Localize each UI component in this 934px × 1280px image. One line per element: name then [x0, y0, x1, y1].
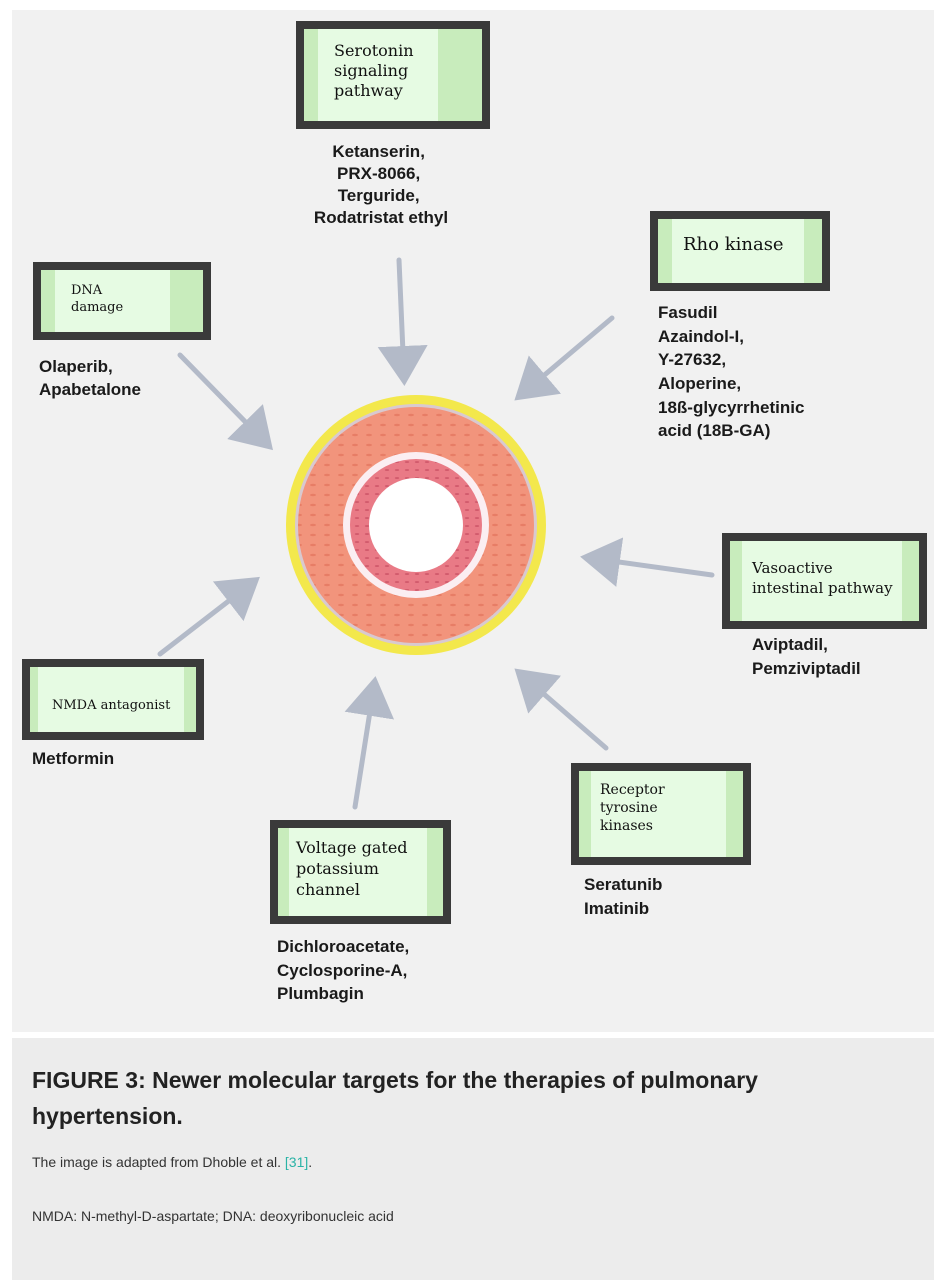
drug-list-rtk: Seratunib Imatinib — [584, 875, 667, 918]
target-label-line: channel — [296, 880, 360, 899]
drug-line: Metformin — [32, 749, 114, 768]
target-label-line: kinases — [600, 818, 653, 834]
svg-text:DNA damage: DNA damage — [71, 283, 123, 315]
target-box-dna-damage: DNA damage — [33, 262, 211, 340]
drug-list-vasoactive: Aviptadil, Pemziviptadil — [752, 635, 861, 678]
arrow-rtk — [514, 668, 609, 751]
drug-line: Y-27632, — [658, 350, 726, 369]
target-box-serotonin: Serotonin signaling pathway — [296, 21, 490, 129]
caption-abbreviations: NMDA: N-methyl-D-aspartate; DNA: deoxyri… — [32, 1208, 394, 1224]
target-label-line: potassium — [296, 859, 379, 878]
drug-line: Olaperib, — [39, 357, 113, 376]
target-label-line: pathway — [334, 81, 403, 100]
vessel-lumen — [369, 478, 463, 572]
target-box-rho-kinase: Rho kinase — [650, 211, 830, 291]
drug-list-rho-kinase: Fasudil Azaindol-I, Y-27632, Aloperine, … — [658, 303, 809, 440]
drug-line: Apabetalone — [39, 380, 141, 399]
arrow-kv-channel — [344, 676, 395, 810]
svg-text:Voltage gated potassiu: Voltage gated potassium channel — [295, 838, 413, 899]
arrows — [157, 257, 715, 810]
target-label-line: Serotonin — [334, 41, 414, 60]
caption-title: FIGURE 3: Newer molecular targets for th… — [32, 1067, 758, 1129]
drug-list-kv-channel: Dichloroacetate, Cyclosporine-A, Plumbag… — [277, 937, 414, 1003]
target-label-line: Receptor — [600, 782, 665, 798]
target-label-line: DNA — [71, 283, 103, 298]
target-label-line: signaling — [334, 61, 408, 80]
target-box-kv-channel: Voltage gated potassium channel — [270, 820, 451, 924]
arrow-serotonin — [377, 257, 428, 386]
drug-line: Plumbagin — [277, 984, 364, 1003]
pathway-diagram: Serotonin signaling pathway Ketanserin, … — [22, 21, 927, 1003]
drug-list-dna-damage: Olaperib, Apabetalone — [39, 357, 141, 399]
target-box-nmda: NMDA antagonist — [22, 659, 204, 740]
citation-link[interactable]: [31] — [284, 1154, 309, 1170]
figure-panel: Serotonin signaling pathway Ketanserin, … — [12, 10, 934, 1032]
arrow-dna-damage — [177, 352, 273, 451]
svg-text:Receptor tyrosine: Receptor tyrosine kinases — [600, 782, 669, 834]
target-box-vasoactive: Vasoactive intestinal pathway — [722, 533, 927, 629]
credit-suffix: . — [308, 1154, 313, 1170]
drug-line: Azaindol-I, — [658, 327, 744, 346]
svg-text:Serotonin signaling: Serotonin signaling pathway — [334, 41, 419, 100]
target-label-line: damage — [71, 300, 123, 315]
target-label-line: Vasoactive — [751, 559, 833, 577]
target-box-rtk: Receptor tyrosine kinases — [571, 763, 751, 865]
drug-line: Fasudil — [658, 303, 718, 322]
drug-line: Seratunib — [584, 875, 662, 894]
svg-text:NMDA antagonist: NMDA antagonist — [52, 698, 171, 713]
drug-list-serotonin: Ketanserin, PRX-8066, Terguride, Rodatri… — [314, 142, 448, 227]
drug-line: Ketanserin, — [332, 142, 425, 161]
drug-line: Rodatristat ethyl — [314, 208, 448, 227]
target-label-line: tyrosine — [600, 800, 658, 816]
svg-text:Vasoactive intestinal: Vasoactive intestinal pathway — [751, 559, 893, 597]
drug-line: Cyclosporine-A, — [277, 961, 407, 980]
target-label-line: Rho kinase — [683, 234, 784, 255]
drug-line: acid (18B-GA) — [658, 421, 770, 440]
vessel-cross-section — [286, 395, 546, 655]
drug-line: Imatinib — [584, 899, 649, 918]
svg-text:Rho kinase: Rho kinase — [683, 234, 784, 255]
drug-line: Aviptadil, — [752, 635, 828, 654]
drug-line: 18ß-glycyrrhetinic — [658, 398, 804, 417]
credit-text: The image is adapted from Dhoble et al. — [32, 1154, 285, 1170]
arrow-nmda — [157, 576, 260, 657]
target-label-line: NMDA antagonist — [52, 698, 171, 713]
drug-list-nmda: Metformin — [32, 749, 114, 768]
arrow-rho-kinase — [514, 315, 615, 401]
figure-caption: FIGURE 3: Newer molecular targets for th… — [12, 1038, 934, 1280]
target-label-line: Voltage gated — [295, 838, 408, 857]
drug-line: Dichloroacetate, — [277, 937, 409, 956]
target-label-line: intestinal pathway — [752, 579, 893, 597]
drug-line: Pemziviptadil — [752, 659, 861, 678]
drug-line: Terguride, — [338, 186, 420, 205]
arrow-vasoactive — [580, 537, 715, 587]
drug-line: PRX-8066, — [337, 164, 420, 183]
caption-credit: The image is adapted from Dhoble et al. … — [32, 1154, 312, 1170]
drug-line: Aloperine, — [658, 374, 741, 393]
